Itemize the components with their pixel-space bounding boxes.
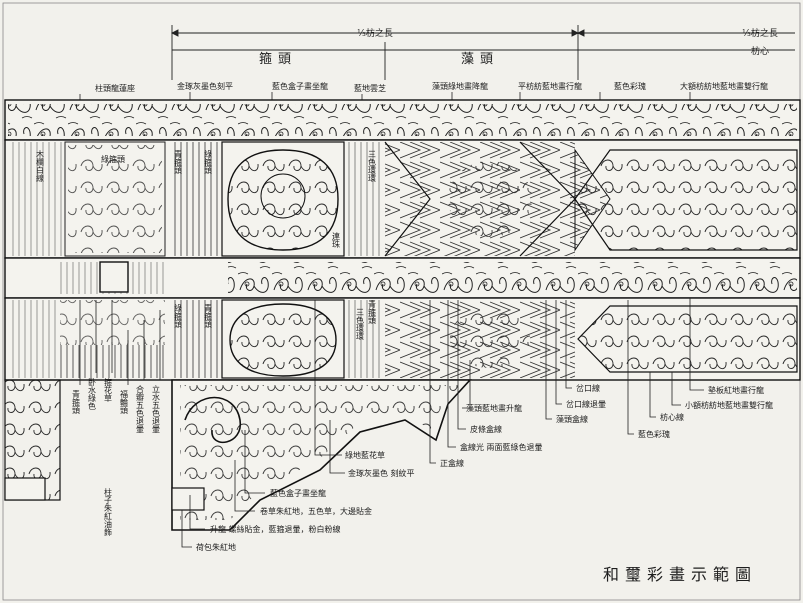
label-jinzhuo-top: 金琢灰墨色刻平 xyxy=(177,81,233,91)
label-qing-gutou-v: 青箍頭 xyxy=(174,149,183,175)
label-pitiao-hexian: 皮條盒線 xyxy=(470,424,502,434)
dimension-third-length-right: ⅓枋之長 xyxy=(742,27,778,39)
diagram-title: 和璽彩畫示範圖 xyxy=(603,565,757,584)
label-lanse-caigui-bottom: 藍色彩瑰 xyxy=(638,429,670,439)
inner-labels: 綠箍頭 青箍頭 綠箍頭 三色環環 三色環環 綠箍頭 青箍頭 木欄白線 連珠 青箍… xyxy=(36,149,377,341)
left-column-labels: 青箍頭 卧水綠色 箍花草 福輪頭 合瓣五色退暈 立水五色退暈 柱子朱紅油飾 xyxy=(72,377,161,537)
dimension-third-length: ⅓枋之長 xyxy=(357,27,393,39)
section-zaotou: 藻頭 xyxy=(461,52,499,67)
label-dianban: 墊板紅地畫行龍 xyxy=(708,385,764,395)
label-saohuahuan-2: 三色環環 xyxy=(356,308,365,341)
label-lanse-hezi-top: 藍色盒子畫坐龍 xyxy=(272,81,328,91)
label-landi-yunzhi: 藍地雲芝 xyxy=(354,83,386,93)
label-shenglong-bottom: 升龍 螺絲貼金，藍箍退暈，粉白粉線 xyxy=(210,524,341,534)
label-saohuahuan: 三色環環 xyxy=(368,150,377,183)
label-pingfang-xinglong: 平枋紡藍地畫行龍 xyxy=(518,81,582,91)
label-jinzhuo-bottom: 金琢灰墨色 刻紋平 xyxy=(348,468,415,478)
section-gutou: 箍頭 xyxy=(259,51,297,67)
label-lanse-hezi-bottom: 藍色盒子畫坐龍 xyxy=(270,488,326,498)
label-lv-gutou-mid: 綠箍頭 xyxy=(204,149,213,175)
label-lv-gutou-v2: 綠箍頭 xyxy=(174,303,183,329)
bottom-leader-lines xyxy=(181,298,704,548)
top-labels: 柱頭龍蓮座 金琢灰墨色刻平 藍色盒子畫坐龍 藍地雲芝 藻頭綠地畫降龍 平枋紡藍地… xyxy=(95,81,768,93)
label-hexian-guang: 盒線光 兩面藍綠色退暈 xyxy=(460,442,543,452)
label-pillar-zhuhong: 柱子朱紅油飾 xyxy=(104,487,113,537)
dimension-lines xyxy=(170,25,795,80)
label-xiaoe-fang: 小額枋紡地藍地畫雙行龍 xyxy=(685,400,773,410)
label-juancao: 卷草朱紅地，五色草，大邊貼金 xyxy=(260,506,372,516)
label-lianzhu: 連珠 xyxy=(332,231,341,249)
label-chakou-xian: 岔口線 xyxy=(576,383,600,393)
label-zaotou-jianglong: 藻頭綠地畫降龍 xyxy=(432,81,488,91)
top-band-scroll xyxy=(8,104,797,136)
label-dae-fang: 大額枋紡地藍地畫雙行龍 xyxy=(680,81,768,91)
label-lvdi-lanhuacao: 綠地藍花草 xyxy=(345,450,385,460)
label-fulun-tou: 福輪頭 xyxy=(120,390,129,415)
label-zhutou-long: 柱頭龍蓮座 xyxy=(95,83,135,93)
lower-beam xyxy=(4,297,801,381)
label-zaotou-shenglong: 藻頭藍地畫升龍 xyxy=(466,403,522,413)
label-left-small: 木欄白線 xyxy=(36,149,45,182)
label-lanse-caigui-top: 藍色彩瑰 xyxy=(614,81,646,91)
upper-beam xyxy=(4,139,801,259)
label-fangxin-xian: 枋心線 xyxy=(660,412,684,422)
label-lv-gutou: 綠箍頭 xyxy=(101,154,125,164)
label-guhua-cao: 箍花草 xyxy=(104,377,113,403)
label-hebao: 荷包朱紅地 xyxy=(196,542,236,552)
middle-band-scroll xyxy=(228,262,797,294)
label-qing-gutou-mid: 青箍頭 xyxy=(368,299,377,325)
label-zaotou-hexian: 藻頭盒線 xyxy=(556,414,588,424)
label-qing-gutou-left: 青箍頭 xyxy=(72,389,81,415)
dimension-fangxin: 枋心 xyxy=(751,45,769,57)
bottom-labels: 藍色盒子畫坐龍 卷草朱紅地，五色草，大邊貼金 升龍 螺絲貼金，藍箍退暈，粉白粉線… xyxy=(196,383,773,552)
label-lishui-wuse: 立水五色退暈 xyxy=(152,384,161,434)
label-qing-gutou-v2: 青箍頭 xyxy=(204,303,213,329)
label-chakou-tuiyun: 岔口線退暈 xyxy=(566,399,606,409)
left-leader-lines xyxy=(79,300,161,385)
pillar-cap-square xyxy=(99,261,129,293)
label-woshui-lvse: 卧水綠色 xyxy=(88,378,97,410)
label-heban-wuse: 合瓣五色退暈 xyxy=(136,384,145,434)
label-zheng-hexian: 正盒線 xyxy=(440,458,464,468)
